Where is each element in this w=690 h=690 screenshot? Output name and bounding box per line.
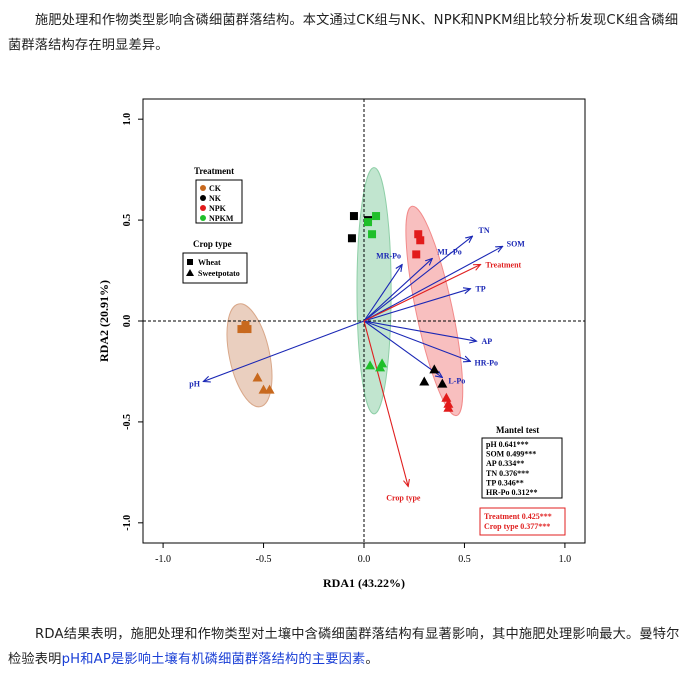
crop-legend-title: Crop type [193, 239, 232, 249]
vector-crop-type [363, 320, 408, 486]
x-tick-label: -1.0 [155, 554, 171, 565]
ellipse-npk [405, 205, 464, 417]
mantel-env-rows: pH 0.641***SOM 0.499***AP 0.334**TN 0.37… [486, 440, 538, 497]
result-text-end: 。 [365, 652, 379, 667]
vector-ml-po [363, 258, 432, 322]
point-ck-wheat [241, 321, 250, 330]
vector-label-tn: TN [478, 226, 489, 235]
legend-label-npk: NPK [209, 204, 227, 213]
point-ck-sweetpotato [252, 372, 263, 382]
legend-label-ck: CK [209, 184, 222, 193]
mantel-factor-row: Treatment 0.425*** [484, 512, 552, 521]
result-paragraph: RDA结果表明，施肥处理和作物类型对土壤中含磷细菌群落结构有显著影响，其中施肥处… [8, 622, 684, 672]
point-npk-wheat [416, 236, 425, 245]
mantel-test-title: Mantel test [496, 425, 539, 435]
mantel-factor-box [479, 507, 566, 536]
mantel-factor-row: Crop type 0.377*** [484, 522, 550, 531]
point-ck-wheat [237, 325, 246, 334]
y-axis-label: RDA2 (20.91%) [97, 280, 111, 362]
legend-label-sweetpotato: Sweetpotato [198, 269, 240, 278]
mantel-env-row: TP 0.346** [486, 478, 524, 487]
point-nk-sweetpotato [429, 364, 440, 374]
point-npk-sweetpotato [443, 402, 454, 412]
point-npkm-wheat [364, 218, 373, 227]
point-npkm-sweetpotato [377, 358, 388, 368]
point-ck-wheat [243, 325, 252, 334]
point-ck-sweetpotato [264, 384, 275, 394]
treatment-legend: Treatment CK NK NPK NPKM [194, 166, 243, 224]
legend-label-nk: NK [209, 194, 222, 203]
point-nk-wheat [349, 212, 358, 221]
legend-dot-ck [200, 185, 206, 191]
x-tick-label: 0.5 [458, 554, 471, 565]
vector-label-treatment: Treatment [486, 260, 522, 269]
ellipse-ck [226, 303, 273, 408]
point-nk-sweetpotato [437, 378, 448, 388]
vector-hr-po [363, 320, 470, 361]
point-npkm-wheat [372, 212, 381, 221]
x-tick-label: 1.0 [559, 554, 572, 565]
vector-label-som: SOM [507, 239, 526, 248]
vector-label-ap: AP [482, 337, 493, 346]
intro-paragraph: 施肥处理和作物类型影响含磷细菌群落结构。本文通过CK组与NK、NPK和NPKM组… [8, 13, 679, 53]
point-npk-sweetpotato [441, 392, 452, 402]
group-ellipses [226, 167, 464, 417]
vector-mr-po [363, 264, 402, 322]
ellipse-npkm [356, 167, 392, 415]
rda-biplot: -1.0 -0.5 0.0 0.5 1.0 -1.0 -0.5 0.0 0.5 1.0 RDA1 … [97, 98, 586, 590]
legend-dot-npk [200, 205, 206, 211]
x-tick-label: 0.0 [358, 554, 371, 565]
treatment-legend-title: Treatment [194, 166, 234, 176]
point-npk-wheat [412, 250, 421, 259]
vector-treatment [363, 264, 481, 322]
vector-label-ml-po: ML-Po [437, 247, 461, 256]
point-nk-sweetpotato [419, 376, 430, 386]
vector-label-hr-po: HR-Po [474, 358, 498, 367]
y-tick-label: 1.0 [122, 113, 133, 126]
crop-legend: Crop type Wheat Sweetpotato [182, 239, 248, 284]
legend-label-npkm: NPKM [209, 214, 234, 223]
legend-label-wheat: Wheat [198, 258, 221, 267]
vector-tp [363, 289, 470, 322]
y-tick-label: 0.5 [122, 214, 133, 227]
vector-tn [363, 236, 472, 322]
x-tick-label: -0.5 [256, 554, 272, 565]
x-axis-label: RDA1 (43.22%) [323, 576, 405, 590]
vector-ph [203, 320, 365, 382]
mantel-env-row: AP 0.334** [486, 459, 524, 468]
axis-ticks: -1.0 -0.5 0.0 0.5 1.0 -1.0 -0.5 0.0 0.5 1.0 [122, 113, 571, 565]
mantel-env-row: HR-Po 0.312** [486, 488, 538, 497]
y-tick-label: 0.0 [122, 315, 133, 328]
legend-dot-npkm [200, 215, 206, 221]
vector-label-tp: TP [475, 285, 485, 294]
vector-label-crop-type: Crop type [386, 493, 421, 502]
legend-square-wheat [187, 259, 193, 265]
point-npkm-wheat [368, 230, 377, 239]
vector-label-mr-po: MR-Po [376, 251, 401, 260]
mantel-env-row: TN 0.376*** [486, 469, 529, 478]
vector-ap [363, 320, 477, 341]
crop-legend-box [182, 252, 248, 284]
result-highlight: pH和AP是影响土壤有机磷细菌群落结构的主要因素 [61, 652, 366, 667]
point-npk-wheat [414, 230, 423, 239]
result-text: RDA结果表明，施肥处理和作物类型对土壤中含磷细菌群落结构有显著影响，其中施肥处… [8, 627, 680, 667]
y-tick-label: -1.0 [122, 515, 133, 531]
vector-som [363, 246, 503, 322]
mantel-env-row: pH 0.641*** [486, 440, 529, 449]
y-tick-label: -0.5 [122, 414, 133, 430]
vector-label-ph: pH [189, 380, 200, 389]
point-nk-wheat [347, 234, 356, 243]
sample-points [237, 212, 454, 412]
vector-l-po [363, 320, 442, 378]
mantel-env-row: SOM 0.499*** [486, 450, 536, 459]
mantel-factor-rows: Treatment 0.425***Crop type 0.377*** [484, 512, 552, 531]
mantel-test: Mantel test pH 0.641***SOM 0.499***AP 0.… [479, 425, 566, 536]
vector-label-l-po: L-Po [448, 377, 465, 386]
point-npkm-sweetpotato [365, 360, 376, 370]
legend-triangle-sweetpotato [186, 269, 194, 276]
legend-dot-nk [200, 195, 206, 201]
mantel-env-box [481, 437, 563, 499]
